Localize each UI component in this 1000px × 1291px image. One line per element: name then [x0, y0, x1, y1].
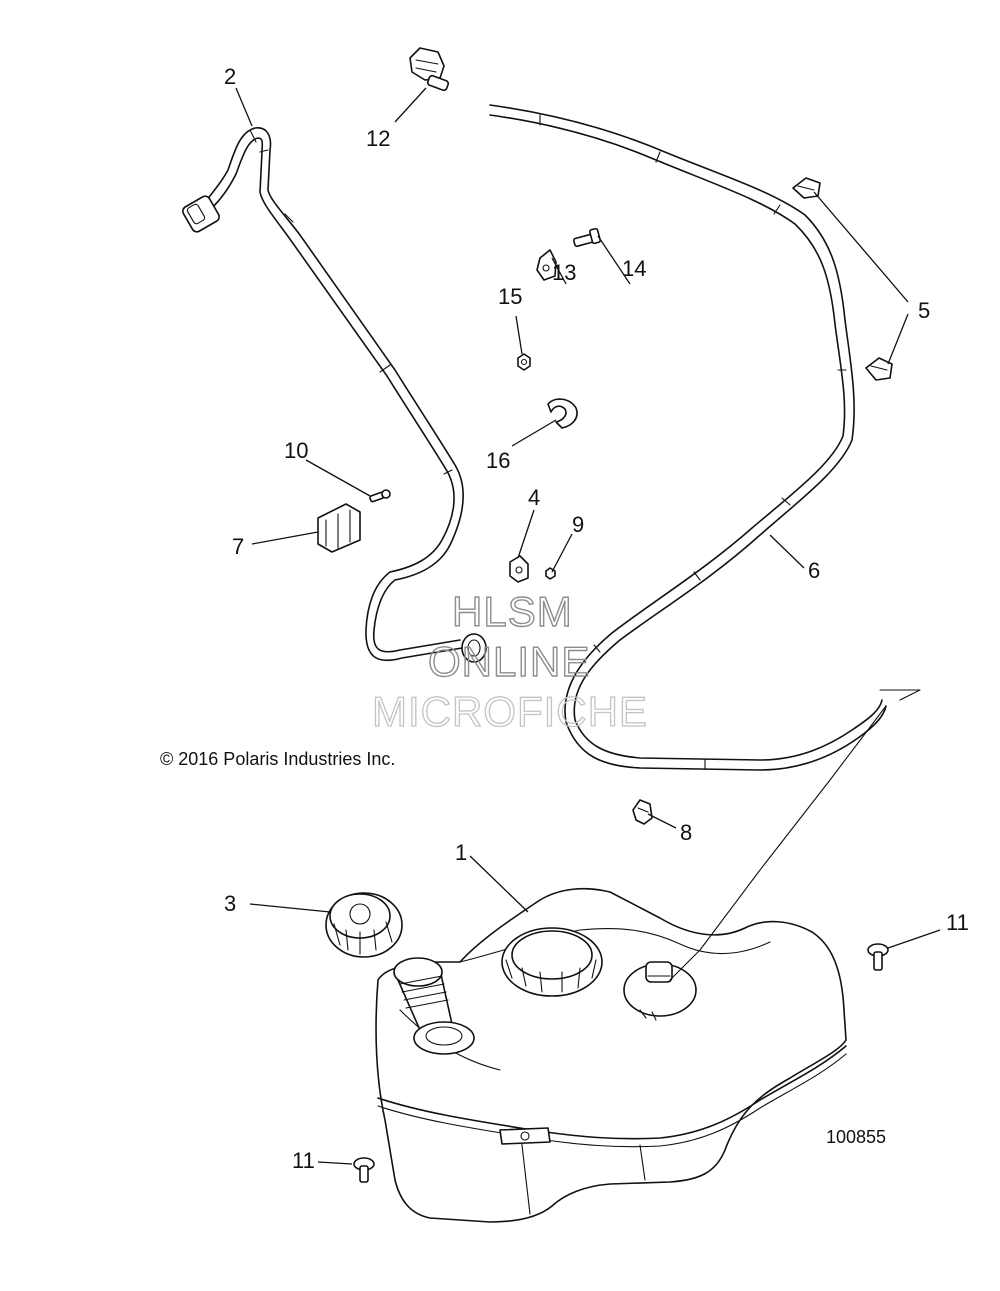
callout-11-right: 11 — [946, 910, 969, 935]
clips-part-5 — [792, 177, 893, 381]
callout-9: 9 — [572, 512, 584, 537]
fuel-hose-part-6 — [489, 104, 921, 771]
callout-3: 3 — [224, 891, 236, 916]
callout-14: 14 — [622, 256, 646, 281]
fuel-cap-part-3 — [325, 892, 403, 958]
fuel-tank-part-1 — [375, 887, 847, 1223]
callout-1: 1 — [455, 840, 467, 865]
clip-part-8 — [632, 799, 653, 825]
copyright-notice: © 2016 Polaris Industries Inc. — [160, 749, 395, 769]
clamp-part-4 — [509, 555, 529, 583]
filler-neck — [393, 957, 475, 1055]
watermark-line-2: ONLINE — [428, 638, 590, 685]
vent-valve-part-12 — [409, 47, 450, 92]
clamp-part-16 — [547, 398, 578, 429]
callout-11-left: 11 — [292, 1148, 315, 1173]
push-pin-part-11-left — [353, 1157, 375, 1183]
watermark: HLSM ONLINE MICROFICHE — [371, 587, 648, 735]
leader-lines — [235, 87, 941, 1165]
callout-4: 4 — [528, 485, 540, 510]
screw-part-10 — [369, 489, 391, 503]
nut-part-15 — [517, 353, 531, 371]
fuel-pump-ring — [501, 927, 603, 997]
callout-12: 12 — [366, 126, 390, 151]
vent-hose-part-2 — [182, 127, 487, 663]
watermark-line-3: MICROFICHE — [372, 688, 648, 735]
watermark-line-1: HLSM — [452, 588, 573, 635]
callout-16: 16 — [486, 448, 510, 473]
bolt-part-14 — [572, 227, 602, 248]
callout-13: 13 — [552, 260, 576, 285]
callout-6: 6 — [808, 558, 820, 583]
push-pin-part-11-right — [867, 943, 889, 971]
callout-15: 15 — [498, 284, 522, 309]
callout-2: 2 — [224, 64, 236, 89]
bracket-part-7 — [317, 503, 361, 553]
callout-7: 7 — [232, 534, 244, 559]
callout-labels: 1 2 3 4 5 6 7 8 9 10 11 11 12 13 14 15 1… — [224, 64, 969, 1173]
clamp-part-13 — [536, 249, 557, 281]
callout-8: 8 — [680, 820, 692, 845]
callout-5: 5 — [918, 298, 930, 323]
fuel-valve — [623, 961, 697, 1021]
figure-number: 100855 — [826, 1127, 886, 1147]
hose-into-tank — [669, 705, 887, 981]
callout-10: 10 — [284, 438, 308, 463]
